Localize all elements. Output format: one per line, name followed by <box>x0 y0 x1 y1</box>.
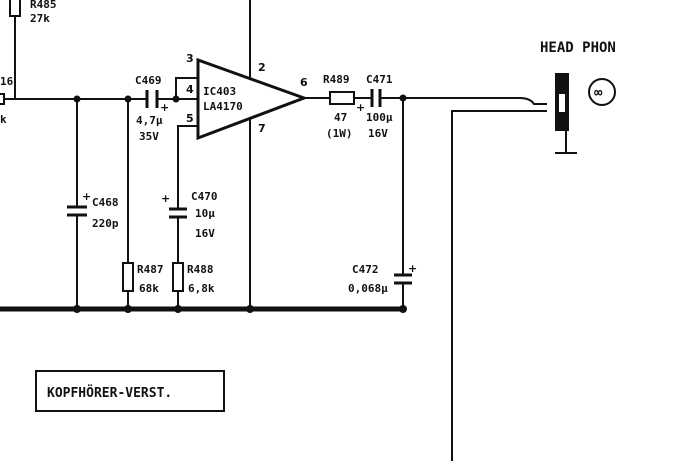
label-c468-ref: C468 <box>92 196 119 209</box>
label-r489-value: 47 <box>334 111 347 124</box>
label-c470-voltage: 16V <box>195 227 215 240</box>
resistor-r486 <box>0 93 5 105</box>
resistor-r489 <box>329 91 355 105</box>
label-c472-ref: C472 <box>352 263 379 276</box>
label-pin-3: 3 <box>186 52 194 65</box>
label-r489-power: (1W) <box>326 127 353 140</box>
label-c469-ref: C469 <box>135 74 162 87</box>
label-r488-ref: R488 <box>187 263 214 276</box>
label-r489-ref: R489 <box>323 73 350 86</box>
label-c471-plus: + <box>356 101 365 114</box>
resistor-r485 <box>9 0 21 17</box>
junction-dot <box>73 95 81 103</box>
headphone-label: HEAD PHON <box>540 40 616 56</box>
label-c470-ref: C470 <box>191 190 218 203</box>
headphone-icon <box>588 78 616 106</box>
label-c468-value: 220p <box>92 217 119 230</box>
label-c470-value: 10μ <box>195 207 215 220</box>
label-c469-voltage: 35V <box>139 130 159 143</box>
junction-dot <box>73 305 81 313</box>
headphone-jack-window <box>559 94 565 112</box>
label-pin-5: 5 <box>186 112 194 125</box>
label-c471-voltage: 16V <box>368 127 388 140</box>
junction-dot <box>399 305 407 313</box>
label-r488-value: 6,8k <box>188 282 215 295</box>
wire-pin4-loop <box>175 77 199 100</box>
label-c471-ref: C471 <box>366 73 393 86</box>
label-r486-ref: 16 <box>0 75 14 88</box>
junction-dot <box>124 305 132 313</box>
wire-jack-tip <box>518 96 547 105</box>
resistor-r488 <box>172 262 184 292</box>
label-r485-value: 27k <box>30 12 50 25</box>
label-ic-part: LA4170 <box>203 100 243 113</box>
headphone-symbol: ∞ <box>594 85 603 101</box>
label-c472-value: 0,068μ <box>348 282 388 295</box>
resistor-r487 <box>122 262 134 292</box>
label-c472-plus: + <box>408 262 417 275</box>
label-c471-value: 100μ <box>366 111 393 124</box>
junction-dot <box>246 305 254 313</box>
junction-dot <box>172 95 180 103</box>
title-box <box>35 370 225 412</box>
label-c470-plus: + <box>161 192 170 205</box>
op-amp-ic403 <box>196 57 309 141</box>
label-ic-ref: IC403 <box>203 85 236 98</box>
wire-pin5 <box>177 125 199 209</box>
label-pin-6: 6 <box>300 76 308 89</box>
label-c469-value: 4,7μ <box>136 114 163 127</box>
label-r487-value: 68k <box>139 282 159 295</box>
diagram-title: KOPFHÖRER-VERST. <box>47 385 172 401</box>
label-r485-ref: R485 <box>30 0 57 11</box>
junction-dot <box>399 94 407 102</box>
junction-dot <box>124 95 132 103</box>
label-r486-value: k <box>0 113 7 126</box>
junction-dot <box>174 305 182 313</box>
label-pin-7: 7 <box>258 122 266 135</box>
label-c468-plus: + <box>82 190 91 203</box>
label-pin-2: 2 <box>258 61 266 74</box>
label-r487-ref: R487 <box>137 263 164 276</box>
label-c469-plus: + <box>160 101 169 114</box>
label-pin-4: 4 <box>186 83 194 96</box>
wire-jack-sleeve <box>451 110 547 461</box>
